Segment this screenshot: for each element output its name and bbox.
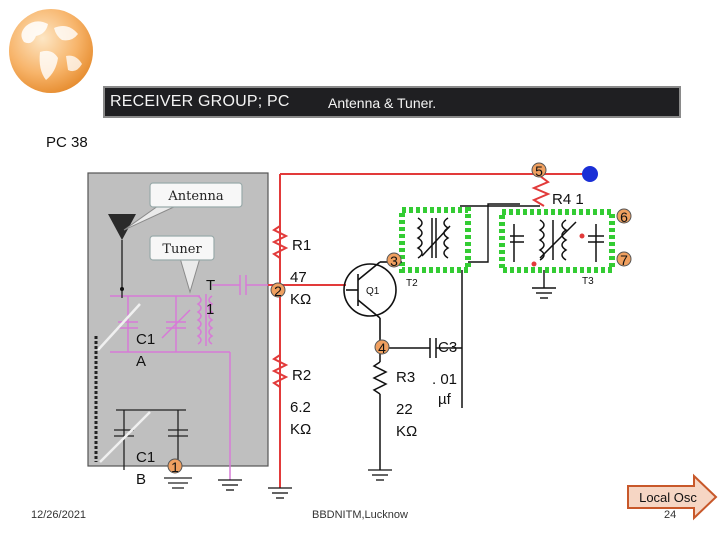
ground-symbol (218, 479, 242, 491)
ground-symbol (268, 487, 292, 499)
r1-value-1: 47 (290, 269, 307, 286)
node-1: 1 (171, 459, 179, 475)
next-button[interactable]: Local Osc (627, 473, 718, 521)
footer-date: 12/26/2021 (31, 509, 87, 521)
r3-label: R3 (396, 369, 415, 386)
r4-label: R4 1 (552, 191, 584, 208)
c3-label: C3 (438, 339, 457, 356)
r2-resistor (271, 354, 289, 388)
transformer-t3 (499, 209, 615, 273)
r2-label: R2 (292, 367, 311, 384)
c1b-label-2: B (136, 471, 146, 488)
c1b-label-1: C1 (136, 449, 155, 466)
q1-label: Q1 (366, 286, 380, 297)
antenna-callout: Antenna (123, 182, 243, 231)
r1-label: R1 (292, 237, 311, 254)
r1-value-2: KΩ (290, 291, 311, 308)
slide-code: PC 38 (46, 134, 88, 151)
t3-label: T3 (582, 276, 594, 287)
transistor-q1 (343, 261, 397, 348)
header-bar (103, 86, 681, 118)
r2-value-1: 6.2 (290, 399, 311, 416)
r1-resistor (271, 225, 289, 259)
c1a-label-2: A (136, 353, 146, 370)
header-title-right: Antenna & Tuner. (328, 95, 437, 111)
r4-resistor (531, 175, 551, 207)
c1b-adjust-arrow (99, 411, 151, 463)
c3-value-2: µf (438, 391, 452, 408)
footer-page-number: 24 (664, 509, 677, 521)
node-markers: 1 2 3 4 5 6 7 (167, 162, 632, 475)
tuner-callout: Tuner (149, 235, 215, 294)
c1a-label-1: C1 (136, 331, 155, 348)
node-5: 5 (535, 163, 543, 179)
antenna-callout-text: Antenna (167, 189, 223, 204)
node-3: 3 (390, 253, 398, 269)
c1a-adjust-arrow (97, 303, 141, 351)
globe-icon (9, 9, 93, 93)
t2-label: T2 (406, 278, 418, 289)
r3-value-1: 22 (396, 401, 413, 418)
transformer-t2 (399, 207, 471, 273)
node-7: 7 (620, 252, 628, 268)
r2-value-2: KΩ (290, 421, 311, 438)
r3-value-2: KΩ (396, 423, 417, 440)
node-6: 6 (620, 209, 628, 225)
footer-institute: BBDNITM,Lucknow (312, 509, 408, 521)
antenna-symbol (108, 214, 136, 290)
tuner-callout-text: Tuner (162, 242, 202, 257)
t1-label-1: 1 (206, 301, 214, 318)
emitter-network (372, 270, 463, 470)
node-2: 2 (274, 283, 282, 299)
header-title-left: RECEIVER GROUP; PC (110, 93, 290, 110)
node-4: 4 (378, 340, 386, 356)
signal-wiring (390, 203, 556, 299)
t1-label-t: T (206, 277, 215, 294)
next-button-label[interactable]: Local Osc (639, 490, 697, 505)
ground-symbol (368, 469, 392, 481)
next-arrow-icon[interactable] (627, 473, 718, 521)
c1b-section (94, 336, 192, 489)
tuner-section (110, 275, 268, 480)
node-blue (582, 166, 598, 182)
c3-value-1: . 01 (432, 371, 457, 388)
